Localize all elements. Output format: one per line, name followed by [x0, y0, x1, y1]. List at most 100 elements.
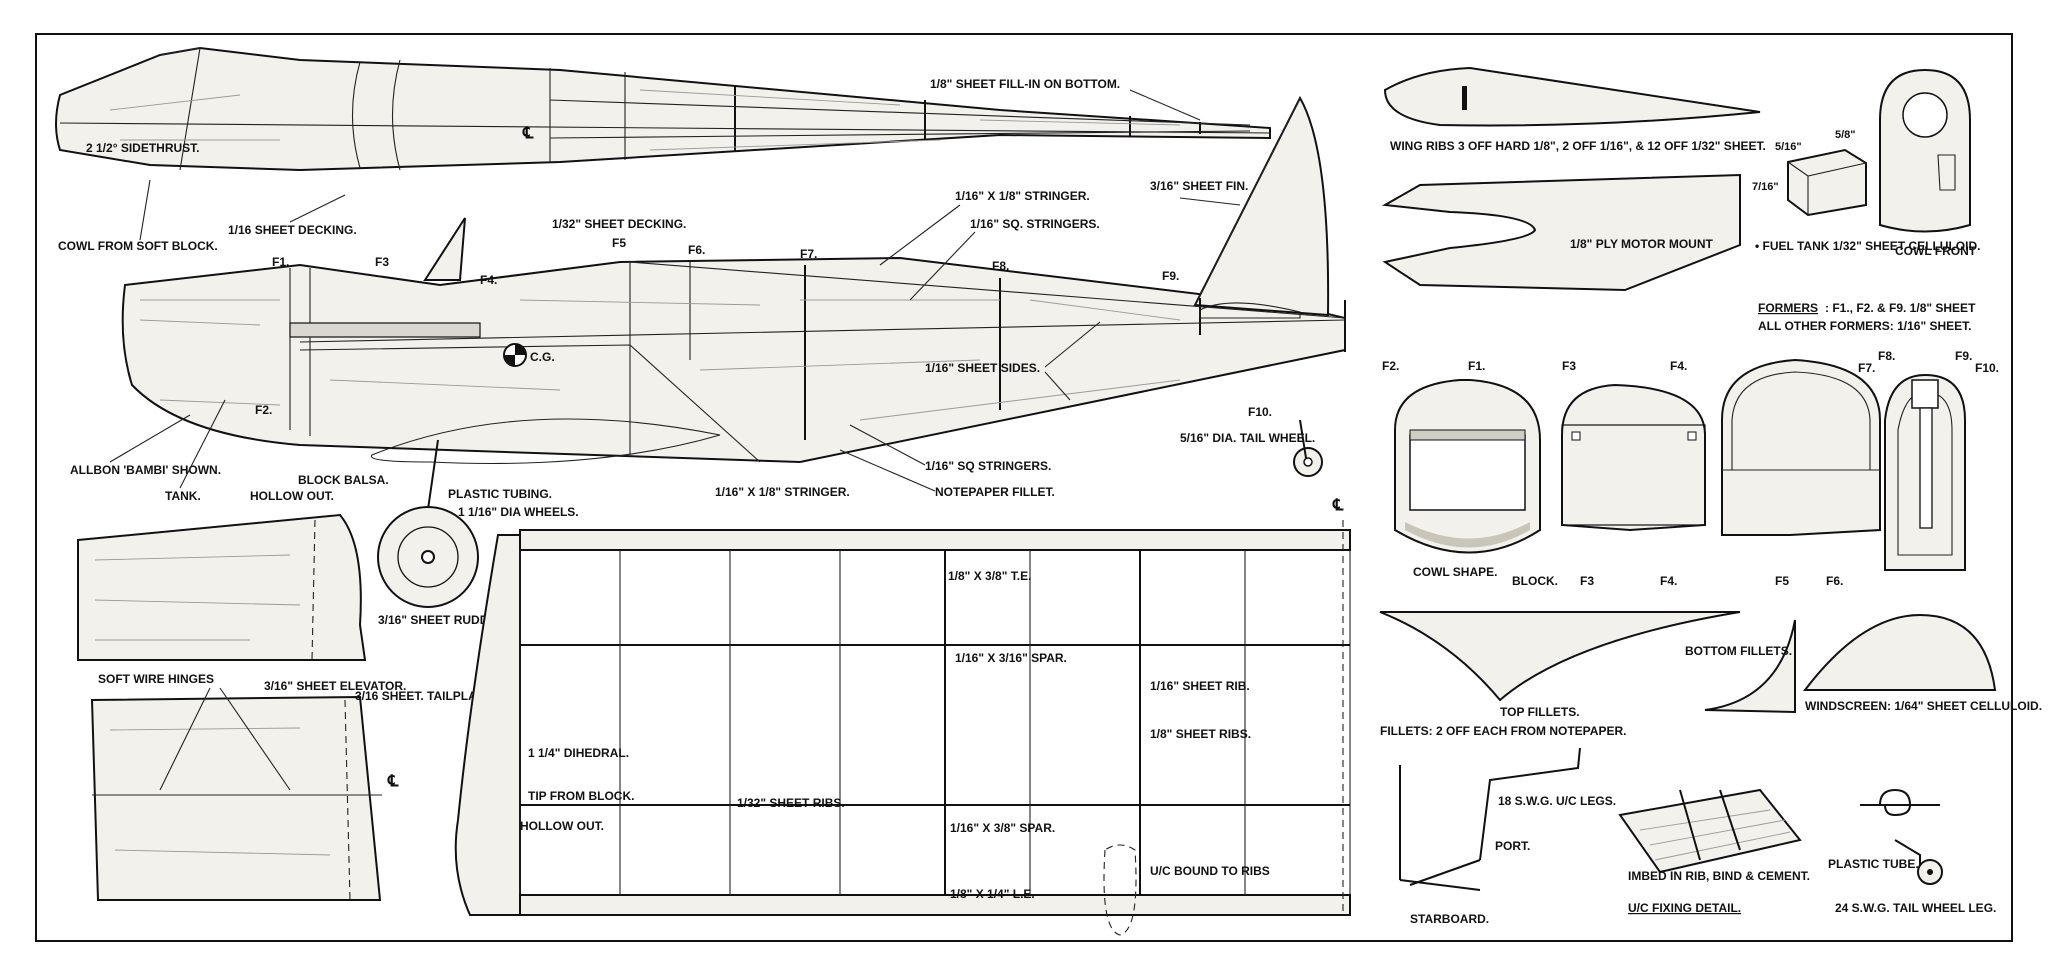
tailplane-centerline: ℄: [387, 773, 399, 790]
ribs-label: 1/8" SHEET RIBS.: [1150, 727, 1251, 741]
f4-label: F4.: [480, 273, 497, 287]
dihedral-label: 1 1/4" DIHEDRAL.: [528, 746, 629, 760]
f9-label: F9.: [1162, 269, 1179, 283]
dim-516-label: 5/16": [1775, 141, 1802, 153]
f2-label: F2.: [255, 403, 272, 417]
sq-stringers2-label: 1/16" SQ STRINGERS.: [925, 459, 1051, 473]
sheet-fill-in-label: 1/8" SHEET FILL-IN ON BOTTOM.: [930, 77, 1120, 91]
sheet-sides-label: 1/16" SHEET SIDES.: [925, 361, 1040, 375]
plan-border: [35, 33, 2013, 942]
tail-wheel-label: 5/16" DIA. TAIL WHEEL.: [1180, 431, 1315, 445]
f8-former-label: F8.: [1878, 349, 1895, 363]
dim-716-label: 7/16": [1752, 181, 1779, 193]
top-fillets-label: TOP FILLETS.: [1500, 705, 1580, 719]
notepaper-fillet-label: NOTEPAPER FILLET.: [935, 485, 1055, 499]
cg-label: C.G.: [530, 350, 555, 364]
f2-former-label: F2.: [1382, 359, 1399, 373]
stringer-116x18-label: 1/16" X 1/8" STRINGER.: [955, 189, 1090, 203]
tail-wheel-leg-label: 24 S.W.G. TAIL WHEEL LEG.: [1835, 901, 1996, 915]
wing-rib: WING RIBS 3 OFF HARD 1/8", 2 OFF 1/16", …: [1383, 66, 1766, 153]
tip-hollow-label: HOLLOW OUT.: [520, 819, 604, 833]
sq-stringers-label: 1/16" SQ. STRINGERS.: [970, 217, 1100, 231]
f9-former-label: F9.: [1955, 349, 1972, 363]
plastic-tubing-label: PLASTIC TUBING.: [448, 487, 552, 501]
f1-former-label: F1.: [1468, 359, 1485, 373]
formers-other: ALL OTHER FORMERS: 1/16" SHEET.: [1758, 319, 1972, 333]
tank-label: TANK.: [165, 489, 201, 503]
f1-label: F1.: [272, 255, 289, 269]
motor-mount: 1/8" PLY MOTOR MOUNT: [1381, 173, 1741, 292]
uc-fixing-label: U/C FIXING DETAIL.: [1628, 901, 1741, 915]
fuselage-top-view: 2 1/2° SIDETHRUST. ℄ 1/8" SHEET FILL-IN …: [55, 46, 1271, 253]
starboard-label: STARBOARD.: [1410, 912, 1489, 926]
imbed-label: IMBED IN RIB, BIND & CEMENT.: [1628, 869, 1810, 883]
f3-former-bottom-label: F3: [1580, 574, 1594, 588]
f8-label: F8.: [992, 259, 1009, 273]
cowl-front-label: COWL FRONT: [1895, 244, 1977, 258]
spar1-label: 1/16" X 3/16" SPAR.: [955, 651, 1067, 665]
tailplane-label: 3/16 SHEET. TAILPLANE.: [355, 689, 497, 703]
f7-label: F7.: [800, 247, 817, 261]
formers-rest: : F1., F2. & F9. 1/8" SHEET: [1825, 301, 1976, 315]
wing-plan-view: ℄ 1/8" X 3/8" T.E. 1/16" X 3/16" SPAR. 1…: [454, 497, 1351, 936]
fillets: TOP FILLETS. BOTTOM FILLETS. WINDSCREEN:…: [1379, 611, 2042, 738]
rudder: 3/16" SHEET RUDDER.: [77, 513, 508, 661]
f4-former-label: F4.: [1670, 359, 1687, 373]
uc-legs-label: 18 S.W.G. U/C LEGS.: [1498, 794, 1616, 808]
fuel-tank-label: • FUEL TANK 1/32" SHEET CELLULOID.: [1755, 239, 1980, 253]
te-label: 1/8" X 3/8" T.E.: [948, 569, 1031, 583]
f10-label: F10.: [1248, 405, 1272, 419]
uc-bound-label: U/C BOUND TO RIBS: [1150, 864, 1270, 878]
formers-note: FORMERS : F1., F2. & F9. 1/8" SHEET ALL …: [1758, 301, 1976, 333]
uc-fixing-detail: IMBED IN RIB, BIND & CEMENT. U/C FIXING …: [1618, 788, 1810, 915]
le-label: 1/8" X 1/4" L.E.: [950, 887, 1035, 901]
f3-former-label: F3: [1562, 359, 1576, 373]
fillets-note: FILLETS: 2 OFF EACH FROM NOTEPAPER.: [1380, 724, 1626, 738]
f10-former-label: F10.: [1975, 361, 1999, 375]
cowl-front: COWL FRONT: [1879, 68, 1977, 258]
sheet-ribs-132-label: 1/32" SHEET RIBS.: [737, 796, 845, 810]
block-label: BLOCK.: [1512, 574, 1558, 588]
port-label: PORT.: [1495, 839, 1530, 853]
wing-ribs-label: WING RIBS 3 OFF HARD 1/8", 2 OFF 1/16", …: [1390, 139, 1766, 153]
f5-label: F5: [612, 236, 626, 250]
f6-label: F6.: [688, 243, 705, 257]
fuel-tank: 5/16" 5/8" 7/16" • FUEL TANK 1/32" SHEET…: [1752, 129, 1980, 253]
allbon-label: ALLBON 'BAMBI' SHOWN.: [70, 463, 221, 477]
tip-block-label: TIP FROM BLOCK.: [528, 789, 634, 803]
dim-58-label: 5/8": [1835, 129, 1856, 141]
decking-116-label: 1/16 SHEET DECKING.: [228, 223, 357, 237]
centerline-symbol: ℄: [522, 125, 534, 142]
fuselage-side-view: C.G. F1. F3 F4. F2. F5 F6. F7. F8. F9. F…: [70, 95, 1346, 608]
block-balsa-label: BLOCK BALSA.: [298, 473, 389, 487]
bottom-fillets-label: BOTTOM FILLETS.: [1685, 644, 1792, 658]
rib-label: 1/16" SHEET RIB.: [1150, 679, 1250, 693]
wing-centerline: ℄: [1332, 497, 1344, 514]
windscreen-label: WINDSCREEN: 1/64" SHEET CELLULOID.: [1805, 699, 2042, 713]
decking-132-label: 1/32" SHEET DECKING.: [552, 217, 686, 231]
f3-label: F3: [375, 255, 389, 269]
formers: F2. F1. COWL SHAPE. BLOCK. F3 F4. F3 F4.…: [1382, 349, 1999, 588]
uc-legs: 18 S.W.G. U/C LEGS. PORT. STARBOARD.: [1399, 747, 1616, 926]
f7-former-label: F7.: [1858, 361, 1875, 375]
f4-former-bottom-label: F4.: [1660, 574, 1677, 588]
tail-wheel-leg: PLASTIC TUBE. 24 S.W.G. TAIL WHEEL LEG.: [1828, 788, 1996, 915]
tailplane: SOFT WIRE HINGES 3/16" SHEET ELEVATOR. 3…: [90, 672, 497, 901]
motor-mount-label: 1/8" PLY MOTOR MOUNT: [1570, 237, 1713, 251]
soft-wire-hinges-label: SOFT WIRE HINGES: [98, 672, 214, 686]
hollow-out-label: HOLLOW OUT.: [250, 489, 334, 503]
spar2-label: 1/16" X 3/8" SPAR.: [950, 821, 1055, 835]
f5-former-label: F5: [1775, 574, 1789, 588]
formers-head: FORMERS: [1758, 301, 1818, 315]
cowl-shape-label: COWL SHAPE.: [1413, 565, 1497, 579]
plastic-tube-label: PLASTIC TUBE.: [1828, 857, 1919, 871]
elevator-label: 3/16" SHEET ELEVATOR.: [264, 679, 406, 693]
dia-wheels-label: 1 1/16" DIA WHEELS.: [458, 505, 579, 519]
cowl-soft-block-label: COWL FROM SOFT BLOCK.: [58, 239, 218, 253]
fin-label: 3/16" SHEET FIN.: [1150, 179, 1248, 193]
stringer-bottom-label: 1/16" X 1/8" STRINGER.: [715, 485, 850, 499]
sidethrust-label: 2 1/2° SIDETHRUST.: [86, 141, 200, 155]
rudder-label: 3/16" SHEET RUDDER.: [378, 613, 508, 627]
f6-former-label: F6.: [1826, 574, 1843, 588]
